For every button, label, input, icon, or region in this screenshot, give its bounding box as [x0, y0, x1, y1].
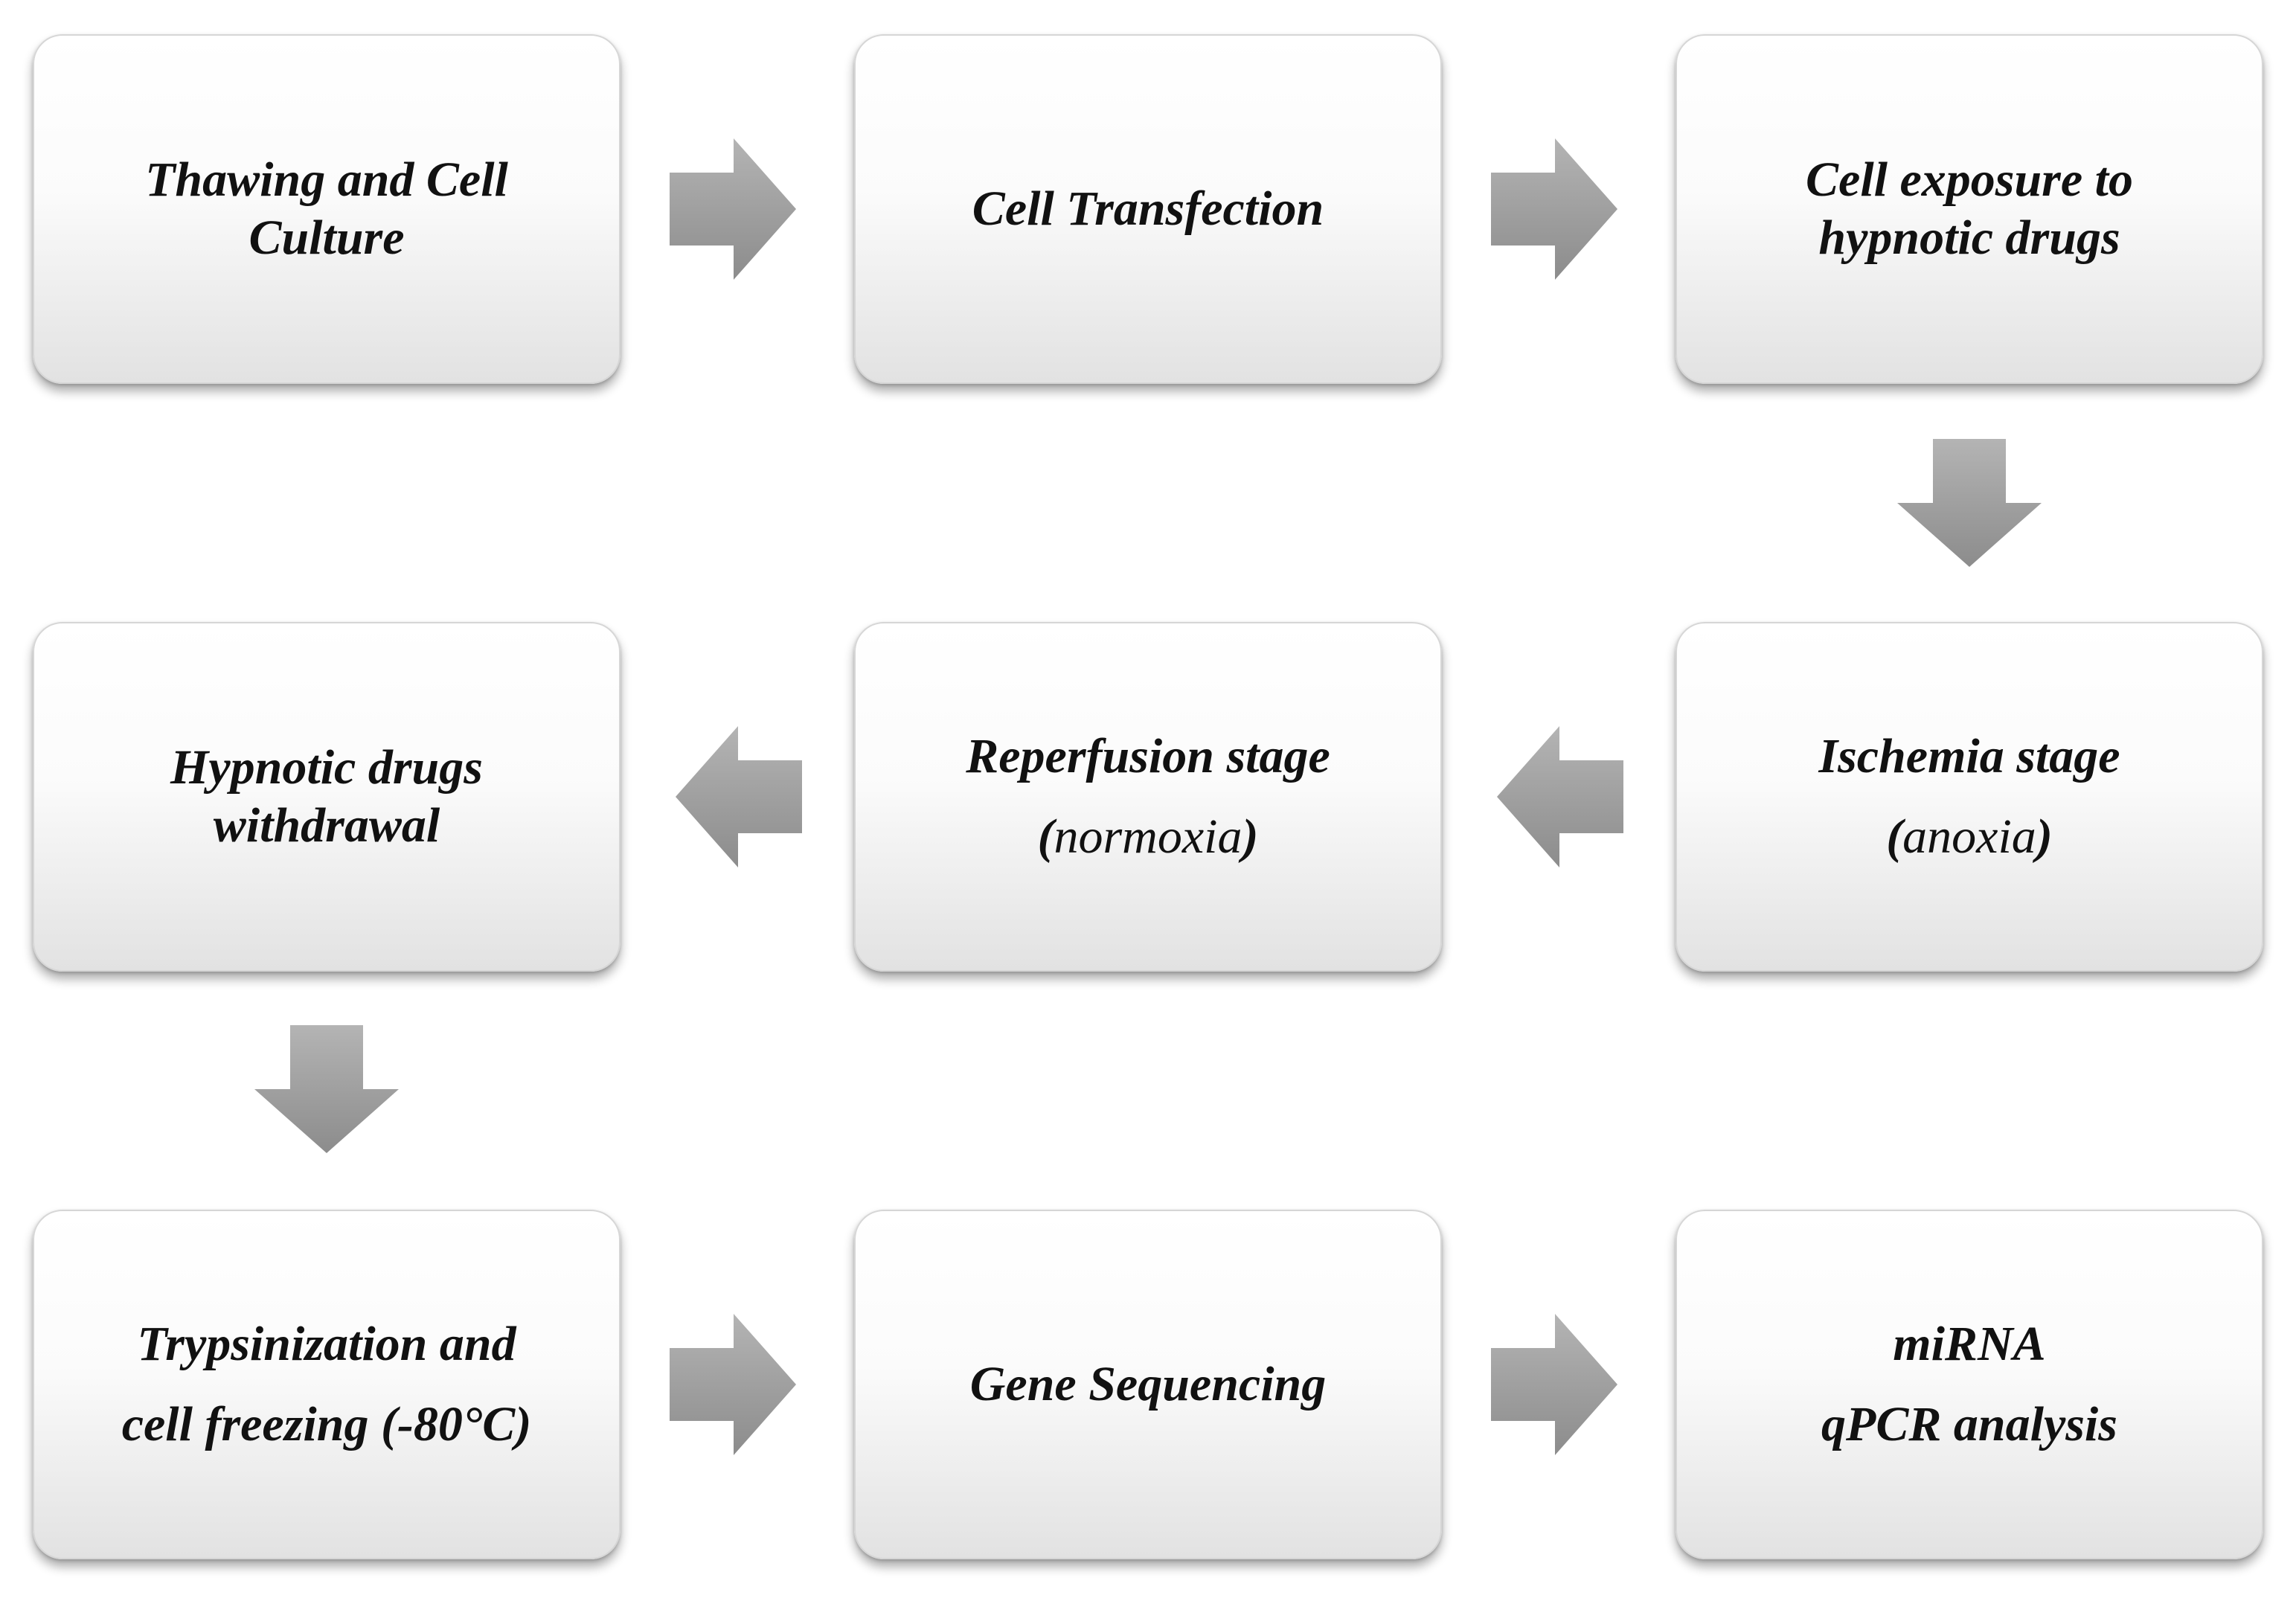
step-label-line: Trypsinization and	[137, 1317, 516, 1371]
condition-text: anoxia	[1902, 809, 2036, 864]
step-label-line: Culture	[248, 211, 405, 265]
arrow-left-icon	[676, 726, 802, 867]
step-cell-transfection: Cell Transfection	[854, 34, 1442, 384]
step-label-line: Hypnotic drugs	[170, 740, 483, 795]
step-label-line: hypnotic drugs	[1818, 211, 2120, 265]
step-reperfusion-stage: Reperfusion stage (normoxia)	[854, 622, 1442, 972]
step-label-line: qPCR analysis	[1821, 1397, 2117, 1451]
step-thawing-cell-culture: Thawing and Cell Culture	[33, 34, 621, 384]
arrow-right-icon	[670, 138, 796, 280]
arrow-down-icon	[1897, 439, 2042, 567]
step-condition-line: (normoxia)	[1038, 808, 1259, 866]
step-ischemia-stage: Ischemia stage (anoxia)	[1675, 622, 2263, 972]
step-gene-sequencing: Gene Sequencing	[854, 1210, 1442, 1559]
step-hypnotic-drugs-withdrawal: Hypnotic drugs withdrawal	[33, 622, 621, 972]
paren-close: )	[2036, 809, 2053, 864]
step-label-line: cell freezing (-80°C)	[121, 1397, 532, 1451]
step-trypsinization-cell-freezing: Trypsinization and cell freezing (-80°C)	[33, 1210, 621, 1559]
step-label-line: Ischemia stage	[1818, 729, 2120, 783]
arrow-down-icon	[254, 1025, 399, 1153]
step-mirna-qpcr-analysis: miRNA qPCR analysis	[1675, 1210, 2263, 1559]
step-label-line: Reperfusion stage	[966, 729, 1330, 783]
paren-open: (	[1886, 809, 1903, 864]
step-label-line: Gene Sequencing	[969, 1357, 1327, 1411]
step-cell-exposure: Cell exposure to hypnotic drugs	[1675, 34, 2263, 384]
arrow-right-icon	[670, 1314, 796, 1455]
arrow-right-icon	[1491, 1314, 1617, 1455]
step-label-line: withdrawal	[213, 798, 440, 853]
paren-close: )	[1242, 809, 1259, 864]
arrow-right-icon	[1491, 138, 1617, 280]
arrow-left-icon	[1497, 726, 1623, 867]
paren-open: (	[1037, 809, 1054, 864]
step-label-line: Cell exposure to	[1806, 153, 2133, 207]
step-condition-line: (anoxia)	[1886, 808, 2053, 866]
step-label-line: Cell Transfection	[972, 182, 1324, 236]
step-label-line: miRNA	[1893, 1317, 2046, 1371]
condition-text: normoxia	[1054, 809, 1242, 864]
step-label-line: Thawing and Cell	[145, 153, 508, 207]
